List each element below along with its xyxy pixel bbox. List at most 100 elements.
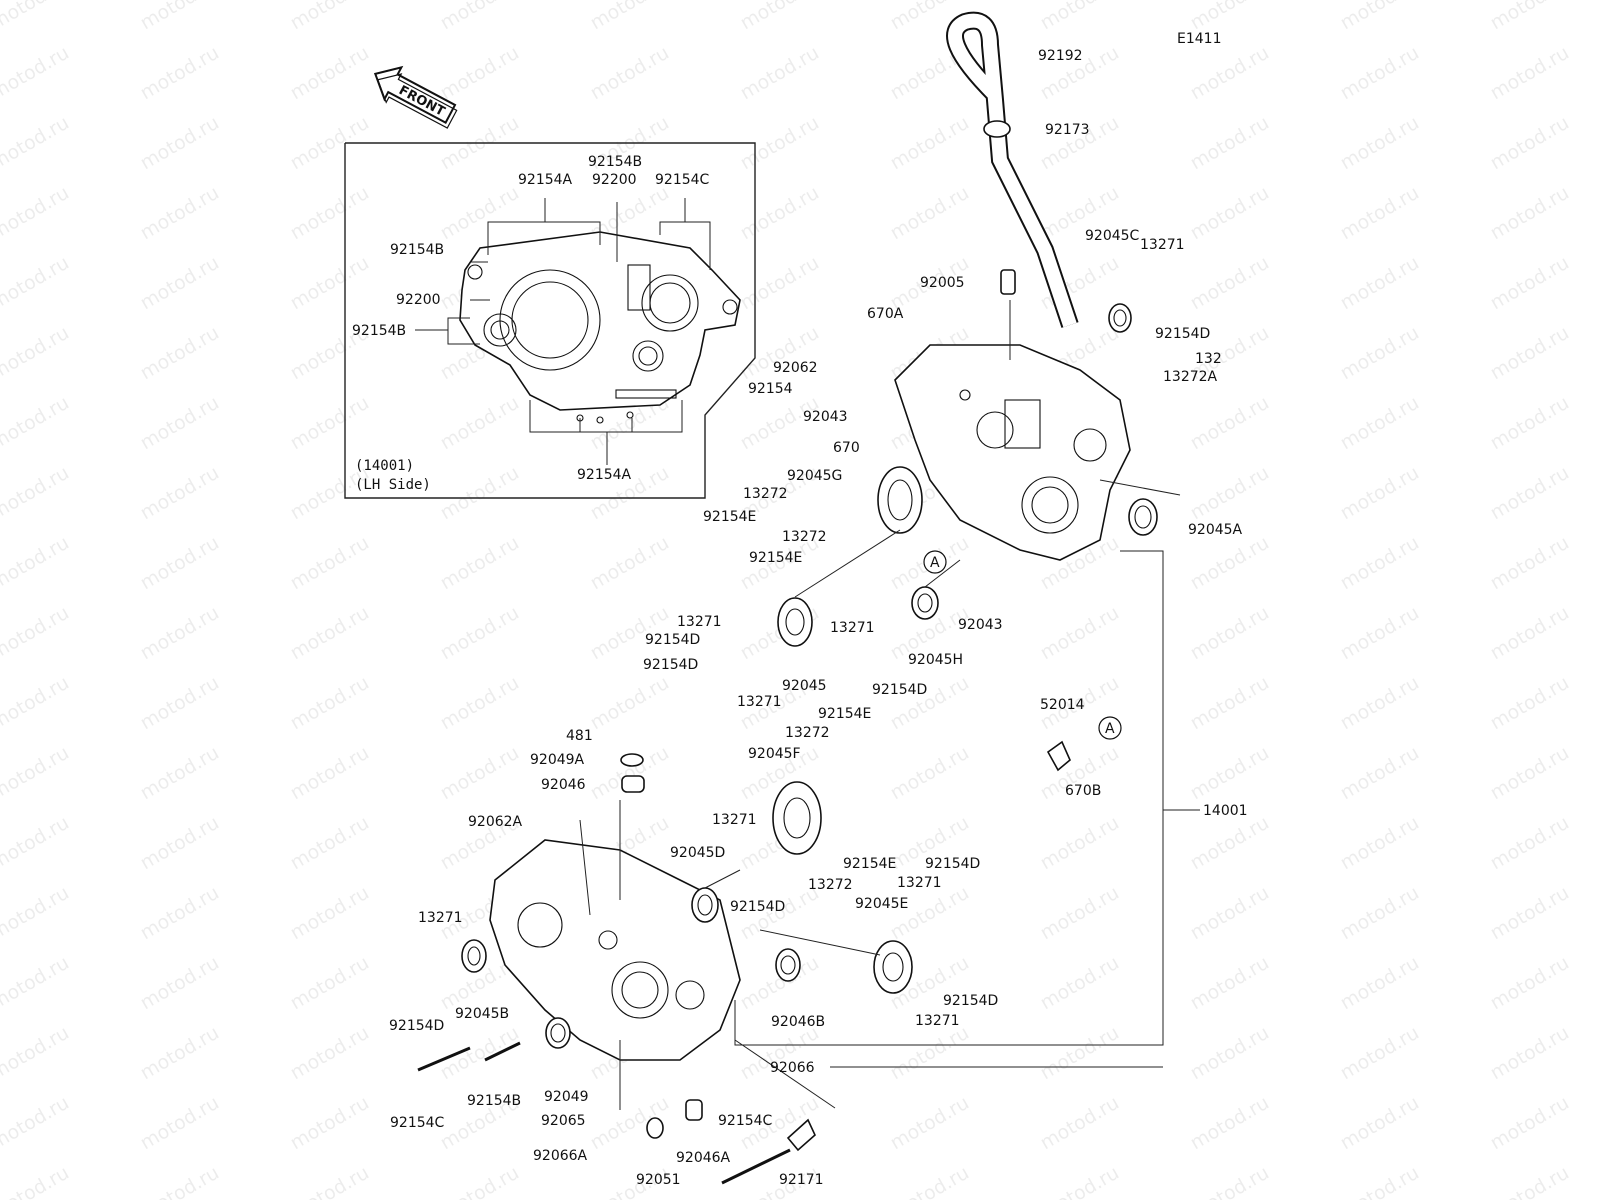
watermark-text: motod.ru bbox=[137, 532, 223, 595]
watermark-text: motod.ru bbox=[437, 0, 523, 34]
watermark-text: motod.ru bbox=[287, 392, 373, 455]
watermark-text: motod.ru bbox=[137, 812, 223, 875]
part-label: 13271 bbox=[737, 694, 782, 710]
watermark-text: motod.ru bbox=[1187, 1022, 1273, 1085]
watermark-text: motod.ru bbox=[1037, 1092, 1123, 1155]
watermark-text: motod.ru bbox=[437, 42, 523, 105]
watermark-text: motod.ru bbox=[0, 952, 73, 1015]
part-label: 92045C bbox=[1085, 228, 1140, 244]
watermark-text: motod.ru bbox=[1187, 392, 1273, 455]
part-labels: 92192 92173 92005 13271 92045C 92154D 67… bbox=[389, 48, 1248, 1188]
part-label: 92045F bbox=[748, 746, 801, 762]
part-label: 92045H bbox=[908, 652, 963, 668]
part-label: 92045 bbox=[782, 678, 827, 694]
watermark-text: motod.ru bbox=[1187, 742, 1273, 805]
watermark-text: motod.ru bbox=[137, 1162, 223, 1200]
watermark-text: motod.ru bbox=[887, 1092, 973, 1155]
watermark-text: motod.ru bbox=[0, 672, 73, 735]
part-label: 92154E bbox=[749, 550, 802, 566]
seal-92045A bbox=[1128, 498, 1158, 536]
inset-label: 92154B bbox=[588, 154, 642, 170]
watermark-text: motod.ru bbox=[1337, 252, 1423, 315]
watermark-text: motod.ru bbox=[287, 812, 373, 875]
part-label: 481 bbox=[566, 728, 593, 744]
watermark-text: motod.ru bbox=[137, 742, 223, 805]
part-label: 670 bbox=[833, 440, 860, 456]
watermark-text: motod.ru bbox=[1037, 1162, 1123, 1200]
watermark-text: motod.ru bbox=[1337, 952, 1423, 1015]
watermark-text: motod.ru bbox=[887, 742, 973, 805]
watermark-text: motod.ru bbox=[287, 0, 373, 34]
watermark-text: motod.ru bbox=[1487, 42, 1573, 105]
part-label: 13271 bbox=[677, 614, 722, 630]
watermark-text: motod.ru bbox=[437, 602, 523, 665]
left-crankcase-half bbox=[489, 839, 741, 1061]
part-label: 92062 bbox=[773, 360, 818, 376]
watermark-text: motod.ru bbox=[1337, 42, 1423, 105]
watermark-text: motod.ru bbox=[1037, 1022, 1123, 1085]
watermark-text: motod.ru bbox=[0, 322, 73, 385]
watermark-text: motod.ru bbox=[1487, 252, 1573, 315]
watermark-text: motod.ru bbox=[1337, 1022, 1423, 1085]
watermark-text: motod.ru bbox=[287, 742, 373, 805]
watermark-text: motod.ru bbox=[737, 182, 823, 245]
watermark-text: motod.ru bbox=[287, 182, 373, 245]
part-label: 13271 bbox=[1140, 237, 1185, 253]
watermark-text: motod.ru bbox=[1037, 0, 1123, 34]
watermark-text: motod.ru bbox=[437, 742, 523, 805]
watermark-text: motod.ru bbox=[437, 392, 523, 455]
watermark-text: motod.ru bbox=[1187, 0, 1273, 34]
watermark-text: motod.ru bbox=[137, 322, 223, 385]
part-label: 92154C bbox=[718, 1113, 773, 1129]
circle-marker-a2: A bbox=[1098, 716, 1122, 740]
watermark-text: motod.ru bbox=[137, 1092, 223, 1155]
watermark-text: motod.ru bbox=[0, 42, 73, 105]
watermark-text: motod.ru bbox=[1487, 1022, 1573, 1085]
watermark-text: motod.ru bbox=[0, 252, 73, 315]
watermark-text: motod.ru bbox=[287, 952, 373, 1015]
part-label: 14001 bbox=[1203, 803, 1248, 819]
bearings-and-seals bbox=[461, 303, 1158, 1152]
part-label: 92154D bbox=[643, 657, 698, 673]
watermark-text: motod.ru bbox=[887, 1162, 973, 1200]
part-label: 132 bbox=[1195, 351, 1222, 367]
watermark-text: motod.ru bbox=[1337, 532, 1423, 595]
watermark-text: motod.ru bbox=[1037, 812, 1123, 875]
watermark-text: motod.ru bbox=[1487, 0, 1573, 34]
inset-label: 92200 bbox=[592, 172, 637, 188]
watermark-text: motod.ru bbox=[737, 252, 823, 315]
watermark-text: motod.ru bbox=[437, 462, 523, 525]
watermark-text: motod.ru bbox=[137, 1022, 223, 1085]
part-label: 92066 bbox=[770, 1060, 815, 1076]
watermark-text: motod.ru bbox=[287, 42, 373, 105]
bolts bbox=[417, 1041, 791, 1185]
part-label: 670B bbox=[1065, 783, 1101, 799]
watermark-text: motod.ru bbox=[0, 392, 73, 455]
watermark-text: motod.ru bbox=[1487, 602, 1573, 665]
inset-leaders bbox=[415, 198, 711, 465]
watermark-text: motod.ru bbox=[587, 742, 673, 805]
part-label: 92154E bbox=[703, 509, 756, 525]
part-label: 92154D bbox=[730, 899, 785, 915]
seal-92046B bbox=[775, 948, 801, 982]
seal-92049A bbox=[620, 753, 644, 767]
watermark-text: motod.ru bbox=[0, 0, 73, 34]
switch-52014 bbox=[1046, 740, 1071, 772]
watermark-text: motod.ru bbox=[1487, 1092, 1573, 1155]
watermark-text: motod.ru bbox=[1187, 252, 1273, 315]
part-label: 92154E bbox=[818, 706, 871, 722]
watermark-text: motod.ru bbox=[1487, 882, 1573, 945]
watermark-text: motod.ru bbox=[1187, 882, 1273, 945]
watermark-text: motod.ru bbox=[737, 0, 823, 34]
watermark-text: motod.ru bbox=[1337, 112, 1423, 175]
watermark-text: motod.ru bbox=[137, 112, 223, 175]
inset-label: 92154A bbox=[518, 172, 573, 188]
part-label: 92045A bbox=[1188, 522, 1243, 538]
part-label: 92045E bbox=[855, 896, 908, 912]
watermark-text: motod.ru bbox=[1487, 532, 1573, 595]
watermark-text: motod.ru bbox=[437, 1022, 523, 1085]
seal-92045H bbox=[911, 586, 939, 620]
watermark-text: motod.ru bbox=[1487, 182, 1573, 245]
watermark-text: motod.ru bbox=[1337, 1162, 1423, 1200]
